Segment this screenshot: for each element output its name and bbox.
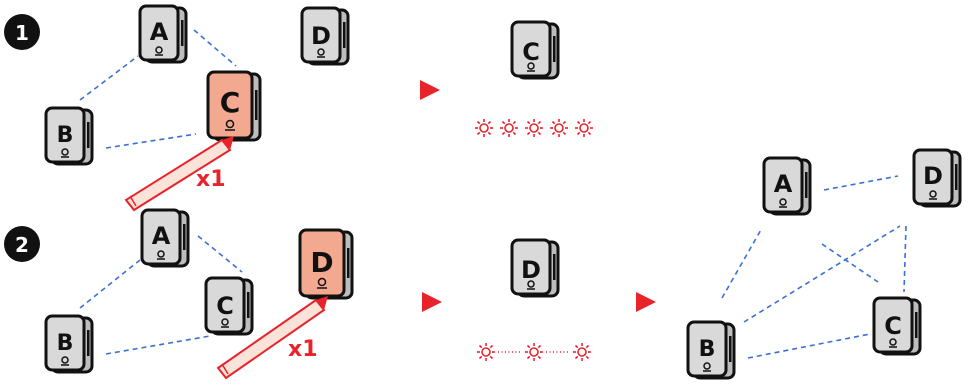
- device-label: C: [522, 38, 540, 66]
- blink-indicator-icon: [474, 118, 594, 138]
- arrow-right-icon: [422, 292, 442, 312]
- device-icon: C: [204, 276, 254, 336]
- device-label: D: [311, 22, 331, 50]
- device-label: A: [152, 222, 171, 250]
- device-icon: C: [510, 20, 560, 80]
- device-label: A: [150, 18, 169, 46]
- pen-icon: [216, 296, 328, 380]
- device-icon: D: [510, 238, 560, 298]
- step-number: 2: [15, 233, 29, 257]
- device-label: D: [923, 162, 943, 190]
- device-label: B: [57, 123, 74, 148]
- device-label: C: [216, 292, 234, 320]
- network-links: [721, 175, 907, 359]
- device-icon: B: [44, 106, 94, 166]
- device-icon: A: [762, 156, 812, 216]
- device-icon: D: [300, 6, 350, 66]
- arrow-right-icon: [420, 80, 440, 100]
- device-icon: D: [912, 148, 962, 208]
- device-icon: B: [44, 314, 94, 374]
- step-1: 1 A D B C x1: [4, 4, 350, 212]
- device-label: D: [521, 256, 541, 284]
- device-icon: A: [140, 208, 190, 268]
- device-icon: A: [138, 4, 188, 64]
- press-count: x1: [196, 167, 226, 192]
- step-badge-icon: 1: [4, 14, 40, 50]
- device-icon: B: [686, 320, 736, 380]
- device-icon: C: [206, 70, 262, 142]
- step-badge-icon: 2: [4, 226, 40, 262]
- arrow-right-icon: [636, 292, 656, 312]
- step-2: 2 A B C D x1: [4, 208, 354, 380]
- pen-icon: [124, 136, 234, 212]
- step-number: 1: [15, 21, 29, 45]
- blink-indicator-icon: [476, 342, 592, 362]
- device-label: C: [220, 86, 241, 119]
- device-icon: D: [298, 228, 354, 300]
- result-network: A D B C: [686, 148, 962, 380]
- network-links: [79, 29, 237, 149]
- press-count: x1: [288, 337, 318, 362]
- device-label: B: [57, 331, 74, 356]
- network-links: [79, 235, 243, 355]
- device-label: D: [310, 246, 333, 279]
- device-icon: C: [872, 296, 922, 356]
- device-label: B: [699, 337, 716, 362]
- device-label: A: [774, 170, 793, 198]
- device-label: C: [884, 312, 902, 340]
